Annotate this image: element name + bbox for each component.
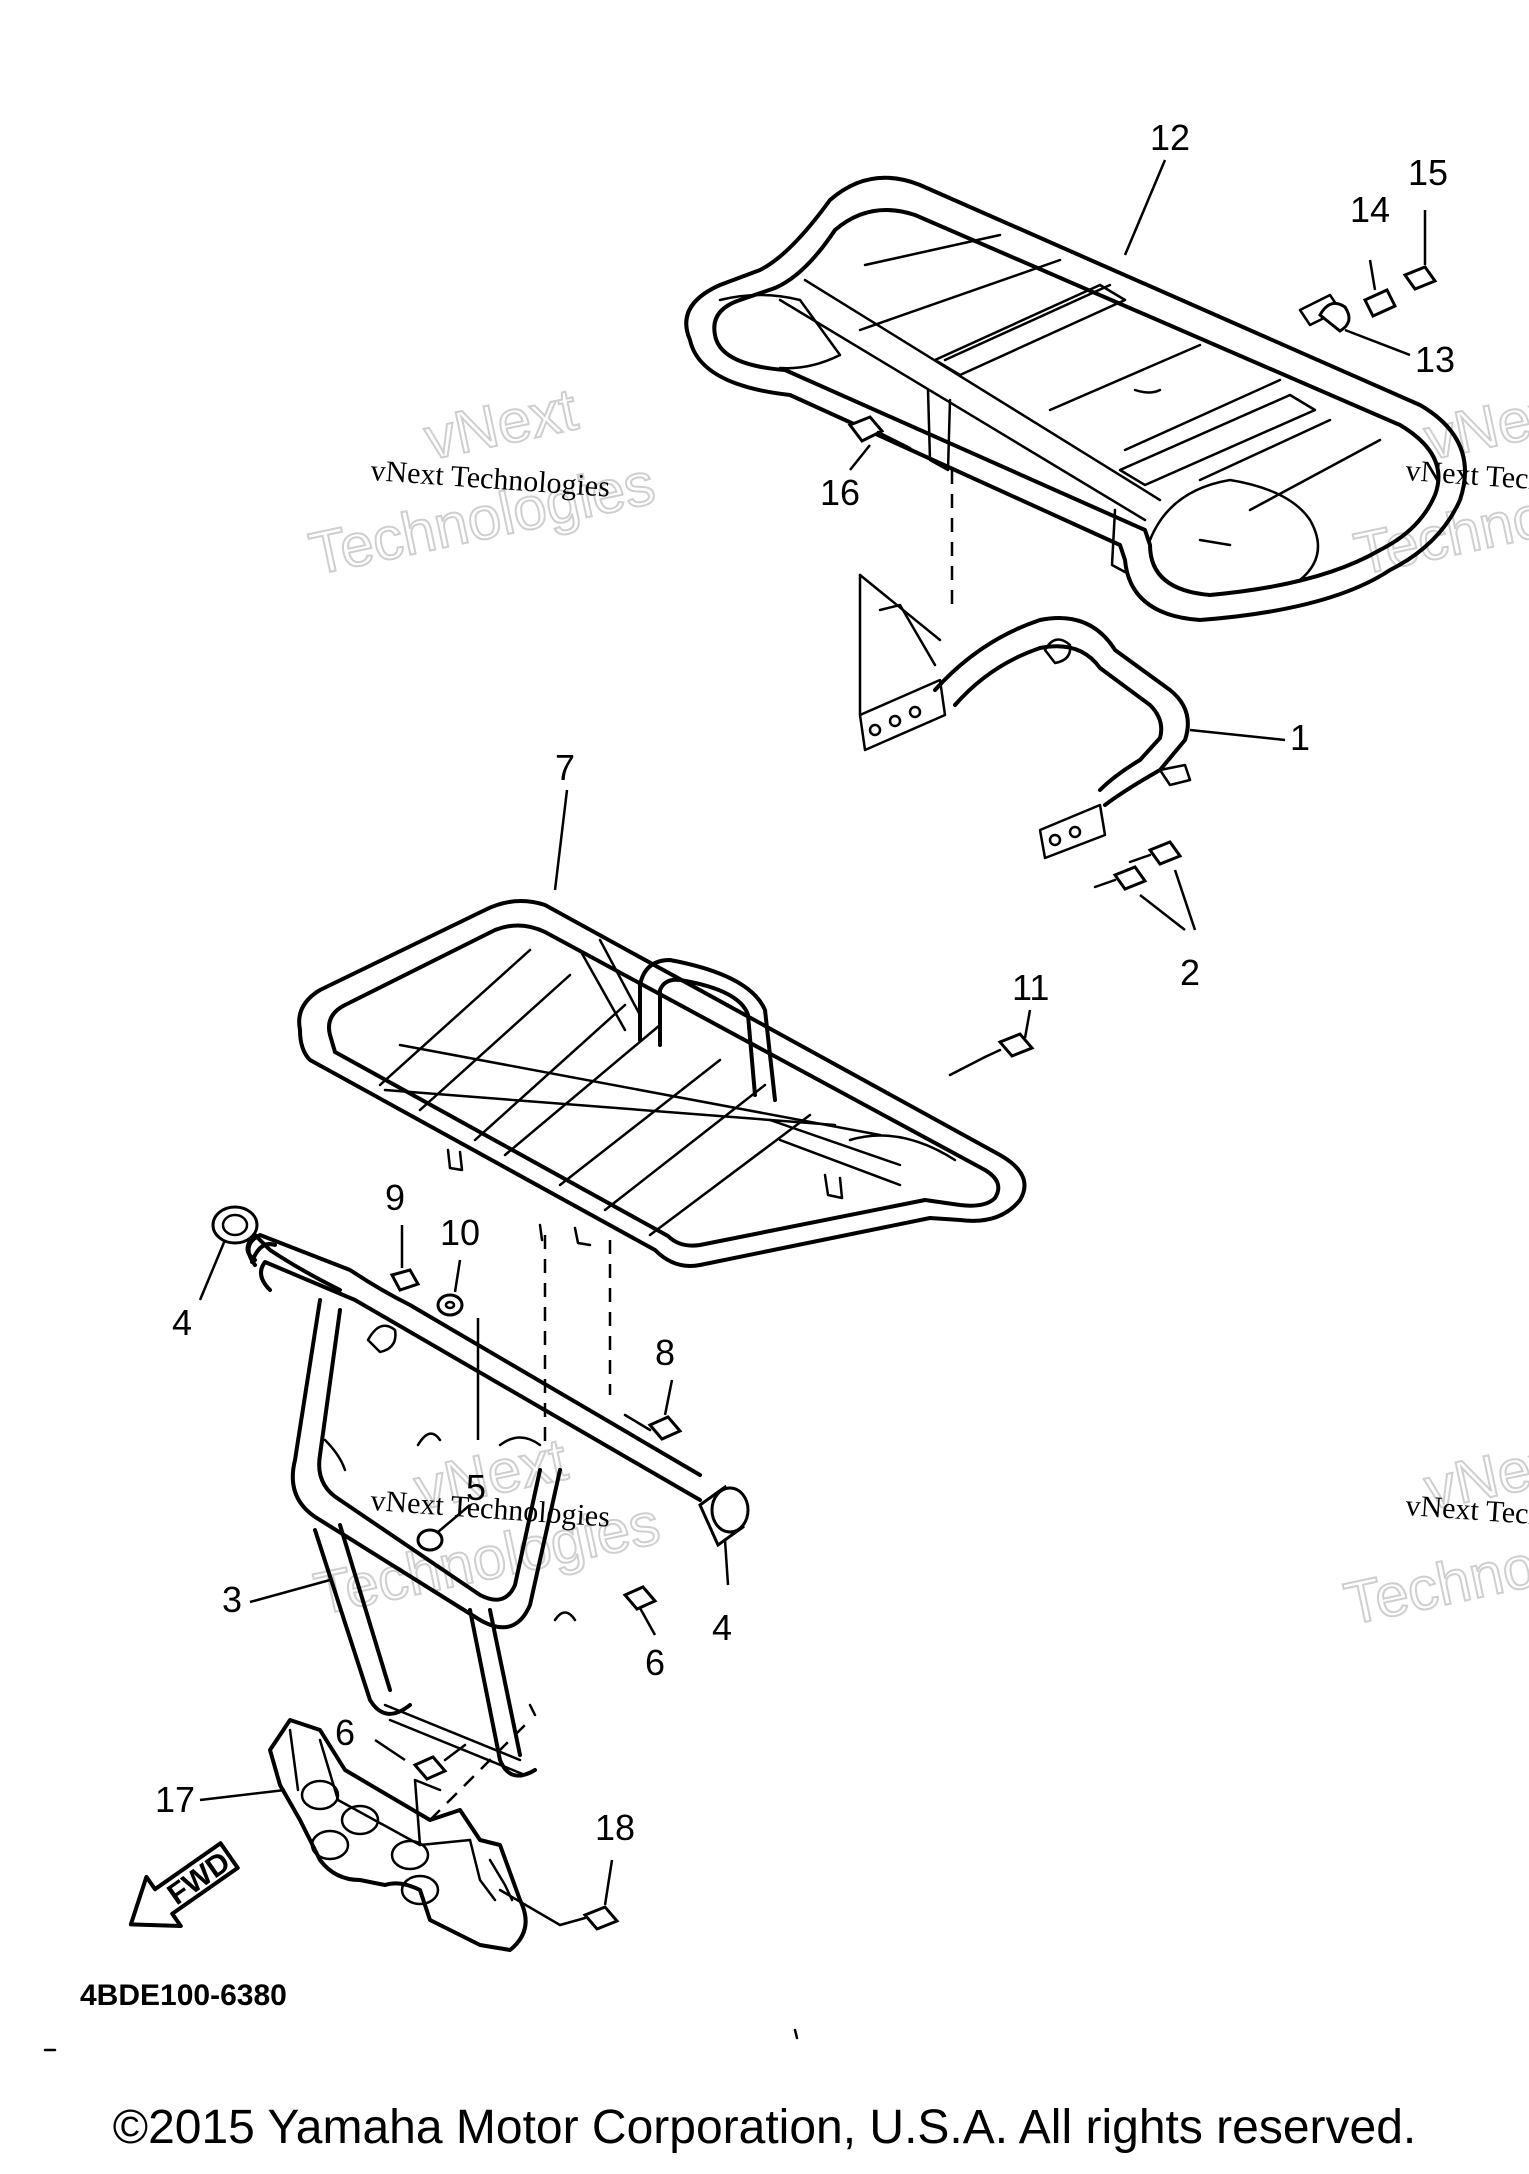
collar-part-14 (1362, 288, 1398, 318)
bolt-part-16 (847, 415, 912, 471)
grip-part-4-left (198, 1205, 259, 1301)
front-left-pipe-top (250, 1242, 277, 1264)
skid-plate-part-17 (199, 1718, 531, 1952)
svg-text:vNext Technologies: vNext Technologies (1405, 1489, 1529, 1539)
collar-part-5 (416, 1504, 471, 1552)
diagram-code: 4BDE100-6380 (80, 1979, 287, 2012)
copyright-notice: ©2015 Yamaha Motor Corporation, U.S.A. A… (112, 2101, 1417, 2154)
callout-17: 17 (155, 1779, 195, 1820)
svg-text:FWD: FWD (162, 1845, 237, 1911)
callout-7: 7 (555, 747, 575, 788)
parts-13-14-15 (1318, 210, 1438, 357)
callout-1: 1 (1290, 717, 1310, 758)
bolt-part-11 (948, 1009, 1035, 1077)
callout-4-right: 4 (712, 1607, 732, 1648)
callout-14: 14 (1350, 189, 1390, 230)
callout-labels: 12 14 15 13 16 1 2 7 11 9 10 4 8 5 3 6 4… (155, 117, 1455, 1848)
callout-3: 3 (222, 1579, 242, 1620)
front-left-pipe (245, 1233, 342, 1292)
callout-12: 12 (1150, 117, 1190, 158)
bolt-part-6-upper (622, 1585, 658, 1636)
nut-part-9 (389, 1225, 421, 1292)
front-carrier-rack (297, 899, 1027, 1268)
callout-4-left: 4 (172, 1302, 192, 1343)
grip-part-4-right (698, 1484, 750, 1586)
callout-10: 10 (440, 1212, 480, 1253)
callout-5: 5 (466, 1467, 486, 1508)
watermark-right-bottom: vNext Technologies vNext Technologies (1338, 1424, 1529, 1638)
callout-15: 15 (1408, 152, 1448, 193)
callout-18: 18 (595, 1807, 635, 1848)
callout-11: 11 (1012, 967, 1049, 1008)
callout-6-lower: 6 (335, 1712, 355, 1753)
bolt-part-15 (1402, 265, 1438, 291)
callout-2: 2 (1180, 952, 1200, 993)
bolts-part-2 (1093, 840, 1197, 931)
rear-carrier-stay (858, 573, 1192, 860)
callout-9: 9 (385, 1177, 405, 1218)
callout-16: 16 (820, 472, 860, 513)
clip-part-13 (1318, 301, 1351, 333)
callout-6-upper: 6 (645, 1642, 665, 1683)
front-carrier-stay (246, 1233, 702, 1778)
fwd-arrow-icon: FWD (128, 1841, 240, 1929)
bolt-part-6-lower (374, 1738, 467, 1781)
stray-mark-2 (793, 2028, 799, 2040)
bolt-part-18 (498, 1859, 620, 1931)
bolt-part-8 (623, 1379, 683, 1441)
callout-13: 13 (1415, 339, 1455, 380)
rear-carrier-rack (684, 175, 1467, 622)
washer-part-10 (436, 1259, 464, 1317)
watermark-left-top: vNext Technologies vNext Technologies (303, 374, 662, 588)
callout-8: 8 (655, 1332, 675, 1373)
